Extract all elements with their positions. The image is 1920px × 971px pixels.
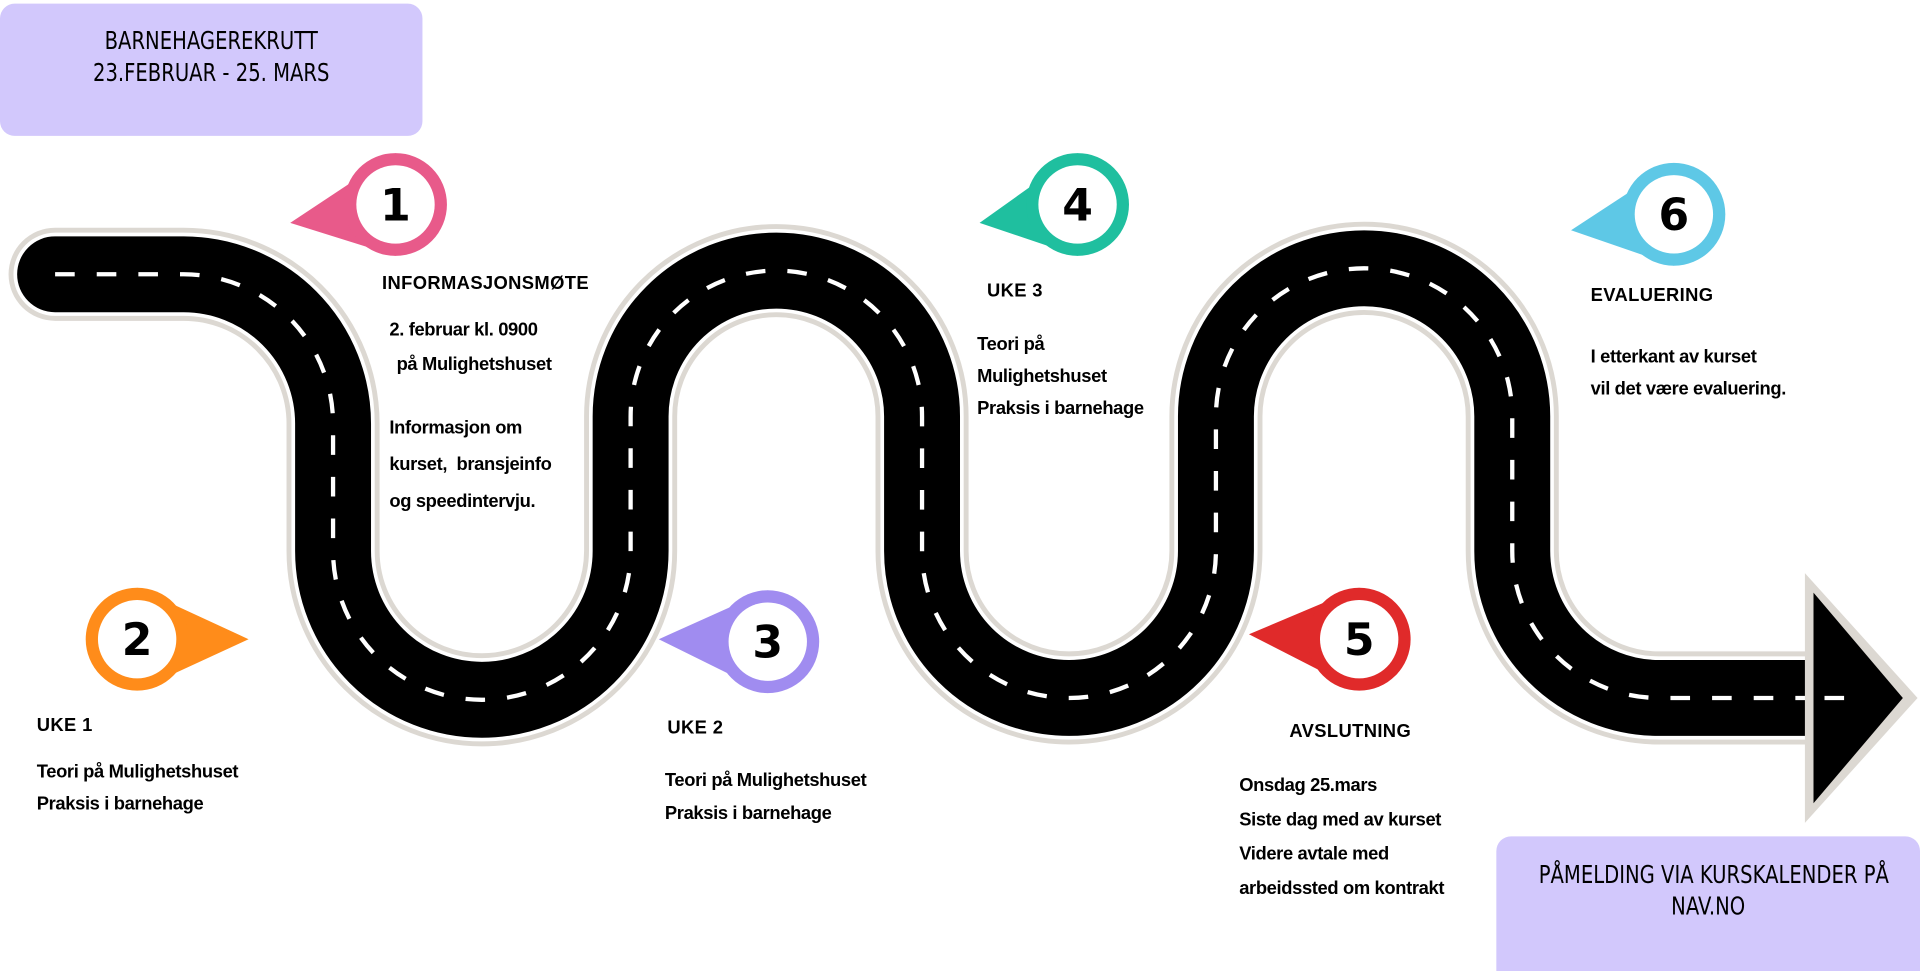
- step-6-heading: EVALUERING: [1590, 285, 1714, 307]
- step-4-line: Praksis i barnehage: [977, 397, 1144, 419]
- pin-3: 3: [658, 590, 820, 694]
- step-2-line: Teori på Mulighetshuset: [36, 761, 239, 783]
- pin-5: 5: [1248, 587, 1411, 691]
- step-5-line: Videre avtale med: [1239, 843, 1389, 865]
- svg-text:6: 6: [1659, 190, 1690, 241]
- step-5-line: arbeidssted om kontrakt: [1239, 877, 1445, 899]
- step-2-line: Praksis i barnehage: [36, 793, 204, 815]
- road-center-dashes: [55, 266, 1856, 702]
- step-1-line: kurset, bransjeinfo: [389, 454, 552, 476]
- step-4-line: Teori på: [977, 334, 1045, 356]
- step-3-heading: UKE 2: [667, 717, 724, 739]
- svg-text:2: 2: [122, 615, 153, 666]
- svg-text:4: 4: [1062, 180, 1093, 231]
- step-1-line: 2. februar kl. 0900: [389, 319, 538, 341]
- svg-text:3: 3: [752, 618, 783, 669]
- step-3-line: Teori på Mulighetshuset: [664, 770, 867, 792]
- step-1-line: og speedintervju.: [389, 491, 536, 512]
- step-4-line: Mulighetshuset: [977, 366, 1107, 387]
- svg-text:1: 1: [380, 180, 411, 231]
- pin-4: 4: [979, 153, 1129, 256]
- title: BARNEHAGEREKRUTT: [104, 25, 318, 56]
- step-3-line: Praksis i barnehage: [664, 803, 832, 825]
- registration-line-1: PÅMELDING VIA KURSKALENDER PÅ: [1538, 859, 1889, 889]
- step-1-line: på Mulighetshuset: [391, 353, 552, 375]
- registration-box: PÅMELDING VIA KURSKALENDER PÅ NAV.NO: [1496, 836, 1920, 971]
- svg-text:5: 5: [1344, 615, 1375, 666]
- registration-link[interactable]: NAV.NO: [1671, 891, 1746, 921]
- step-2-heading: UKE 1: [36, 715, 93, 736]
- pin-1: 1: [290, 153, 447, 256]
- date-range: 23.FEBRUAR - 25. MARS: [92, 57, 330, 87]
- step-4-heading: UKE 3: [986, 280, 1043, 302]
- step-6-line: I etterkant av kurset: [1590, 346, 1757, 368]
- step-5-line: Siste dag med av kurset: [1239, 809, 1442, 831]
- title-box: BARNEHAGEREKRUTT 23.FEBRUAR - 25. MARS: [0, 3, 423, 136]
- step-5-line: Onsdag 25.mars: [1239, 775, 1377, 796]
- pin-6: 6: [1571, 162, 1726, 266]
- step-1-heading: INFORMASJONSMØTE: [382, 273, 589, 294]
- pin-2: 2: [85, 587, 249, 691]
- road-asphalt: [17, 230, 1863, 738]
- step-1-line: Informasjon om: [389, 417, 523, 439]
- road-arrow-head: [1813, 592, 1903, 804]
- step-5-heading: AVSLUTNING: [1289, 721, 1412, 743]
- step-6-line: vil det være evaluering.: [1590, 378, 1787, 400]
